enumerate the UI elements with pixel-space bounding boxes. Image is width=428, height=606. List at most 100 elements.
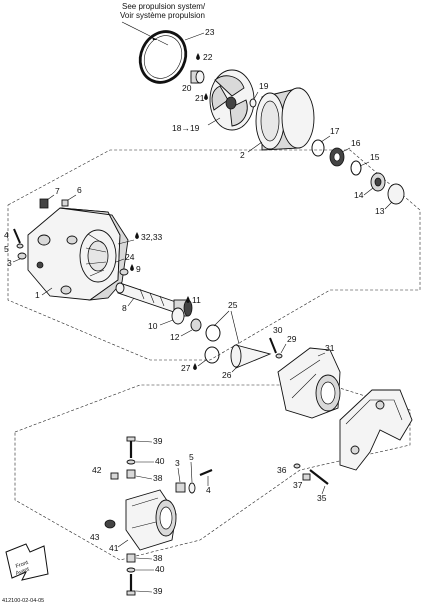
- label-18-19: 18→19: [172, 123, 200, 133]
- label-17: 17: [330, 126, 340, 136]
- label-6: 6: [77, 185, 82, 195]
- part-5-washer-left: 5: [4, 243, 24, 254]
- impeller: 18→19: [172, 69, 255, 133]
- part-7-fitting: 7: [39, 186, 60, 209]
- label-23: 23: [205, 27, 215, 37]
- label-3b: 3: [175, 458, 180, 468]
- part-6-plug: 6: [61, 185, 82, 207]
- label-16: 16: [351, 138, 361, 148]
- part-2-wear-ring: 2: [240, 87, 315, 160]
- label-3a: 3: [7, 258, 12, 268]
- label-40a: 40: [155, 456, 165, 466]
- part-41-nozzle: 43 41: [90, 489, 177, 553]
- drop-icon: [196, 53, 200, 60]
- label-1: 1: [35, 290, 40, 300]
- front-label: Front: [15, 560, 30, 570]
- label-22: 22: [203, 52, 213, 62]
- part-40-washer-bottom: 40: [126, 564, 165, 574]
- label-38b: 38: [153, 553, 163, 563]
- label-19: 19: [259, 81, 269, 91]
- label-30: 30: [273, 325, 283, 335]
- label-38a: 38: [153, 473, 163, 483]
- part-16-seal: 16: [329, 138, 361, 167]
- part-20-bushing: 22 20 21: [182, 52, 213, 103]
- front-arrow-icon: Front Avant: [5, 543, 49, 581]
- label-7: 7: [55, 186, 60, 196]
- label-4b: 4: [206, 485, 211, 495]
- part-38-bushing-top: 38: [126, 469, 163, 483]
- label-24: 24: [125, 252, 135, 262]
- part-38-bushing-bottom: 38: [126, 553, 163, 563]
- part-37-nut: 37: [293, 473, 311, 490]
- part-5-washer-right: 5: [188, 452, 196, 494]
- drop-icon: [135, 232, 139, 239]
- part-1-pump-housing: 1: [27, 207, 129, 301]
- label-35: 35: [317, 493, 327, 503]
- label-8: 8: [122, 303, 127, 313]
- label-11: 11: [192, 295, 201, 305]
- label-41: 41: [109, 543, 119, 553]
- part-4-screw-top: 4: [4, 228, 21, 244]
- part-26-cone: 26: [222, 344, 272, 380]
- label-2: 2: [240, 150, 245, 160]
- label-5b: 5: [189, 452, 194, 462]
- drop-icon: [130, 264, 134, 271]
- pump-assembly-region: [7, 149, 421, 361]
- label-12: 12: [170, 332, 180, 342]
- part-35-bolt: 35: [309, 469, 329, 503]
- part-10-bearing: 10: [148, 307, 185, 331]
- label-39a: 39: [153, 436, 163, 446]
- avant-label: Avant: [15, 566, 31, 577]
- reference-line-2: Voir système propulsion: [120, 11, 205, 20]
- label-39b: 39: [153, 586, 163, 596]
- label-4a: 4: [4, 230, 9, 240]
- part-30-screw: 30: [269, 325, 283, 354]
- label-20: 20: [182, 83, 192, 93]
- drop-icon: [186, 296, 190, 303]
- label-21: 21: [195, 93, 205, 103]
- part-23-ring: 23: [138, 27, 215, 84]
- part-9-plug: 9: [119, 264, 141, 276]
- label-26: 26: [222, 370, 232, 380]
- part-19-washer: 19: [249, 81, 269, 108]
- part-15-ring: 15: [350, 152, 380, 176]
- label-32-33: 32,33: [141, 232, 163, 242]
- label-42: 42: [92, 465, 102, 475]
- part-32-33-note: 32,33: [117, 232, 163, 245]
- part-3-nut-left: 3: [7, 252, 27, 268]
- label-43: 43: [90, 532, 100, 542]
- label-29: 29: [287, 334, 297, 344]
- drop-icon: [204, 93, 208, 100]
- part-36-washer: 36: [277, 463, 301, 475]
- part-27-note: 27: [181, 359, 207, 373]
- part-42-nut: 42: [92, 465, 119, 480]
- label-9: 9: [136, 264, 141, 274]
- label-27: 27: [181, 363, 191, 373]
- reference-line-1: See propulsion system/: [122, 2, 206, 11]
- part-25-o-rings: 25: [204, 300, 240, 364]
- label-15: 15: [370, 152, 380, 162]
- part-8-shaft: 8: [115, 282, 177, 313]
- part-29-washer: 29: [275, 334, 297, 359]
- nozzle-assembly-region: [14, 384, 411, 561]
- part-12-seal: 12: [170, 318, 202, 342]
- label-36: 36: [277, 465, 287, 475]
- label-13: 13: [375, 206, 385, 216]
- label-25: 25: [228, 300, 238, 310]
- label-37: 37: [293, 480, 303, 490]
- part-14-bearing: 14: [354, 172, 386, 200]
- part-24-label: 24: [115, 252, 135, 263]
- part-31-venturi: 31: [277, 343, 341, 419]
- reverse-bracket: [339, 389, 413, 471]
- label-14: 14: [354, 190, 364, 200]
- part-4-screw-right: 4: [199, 468, 213, 495]
- label-10: 10: [148, 321, 158, 331]
- propulsion-reference-note: See propulsion system/ Voir système prop…: [120, 2, 206, 46]
- part-39-bolt-top: 39: [126, 436, 163, 458]
- label-40b: 40: [155, 564, 165, 574]
- part-3-nut-right: 3: [175, 458, 186, 493]
- drop-icon: [193, 363, 197, 370]
- drawing-code: 412100-02-04-05: [2, 598, 44, 604]
- part-40-washer-top: 40: [126, 456, 165, 466]
